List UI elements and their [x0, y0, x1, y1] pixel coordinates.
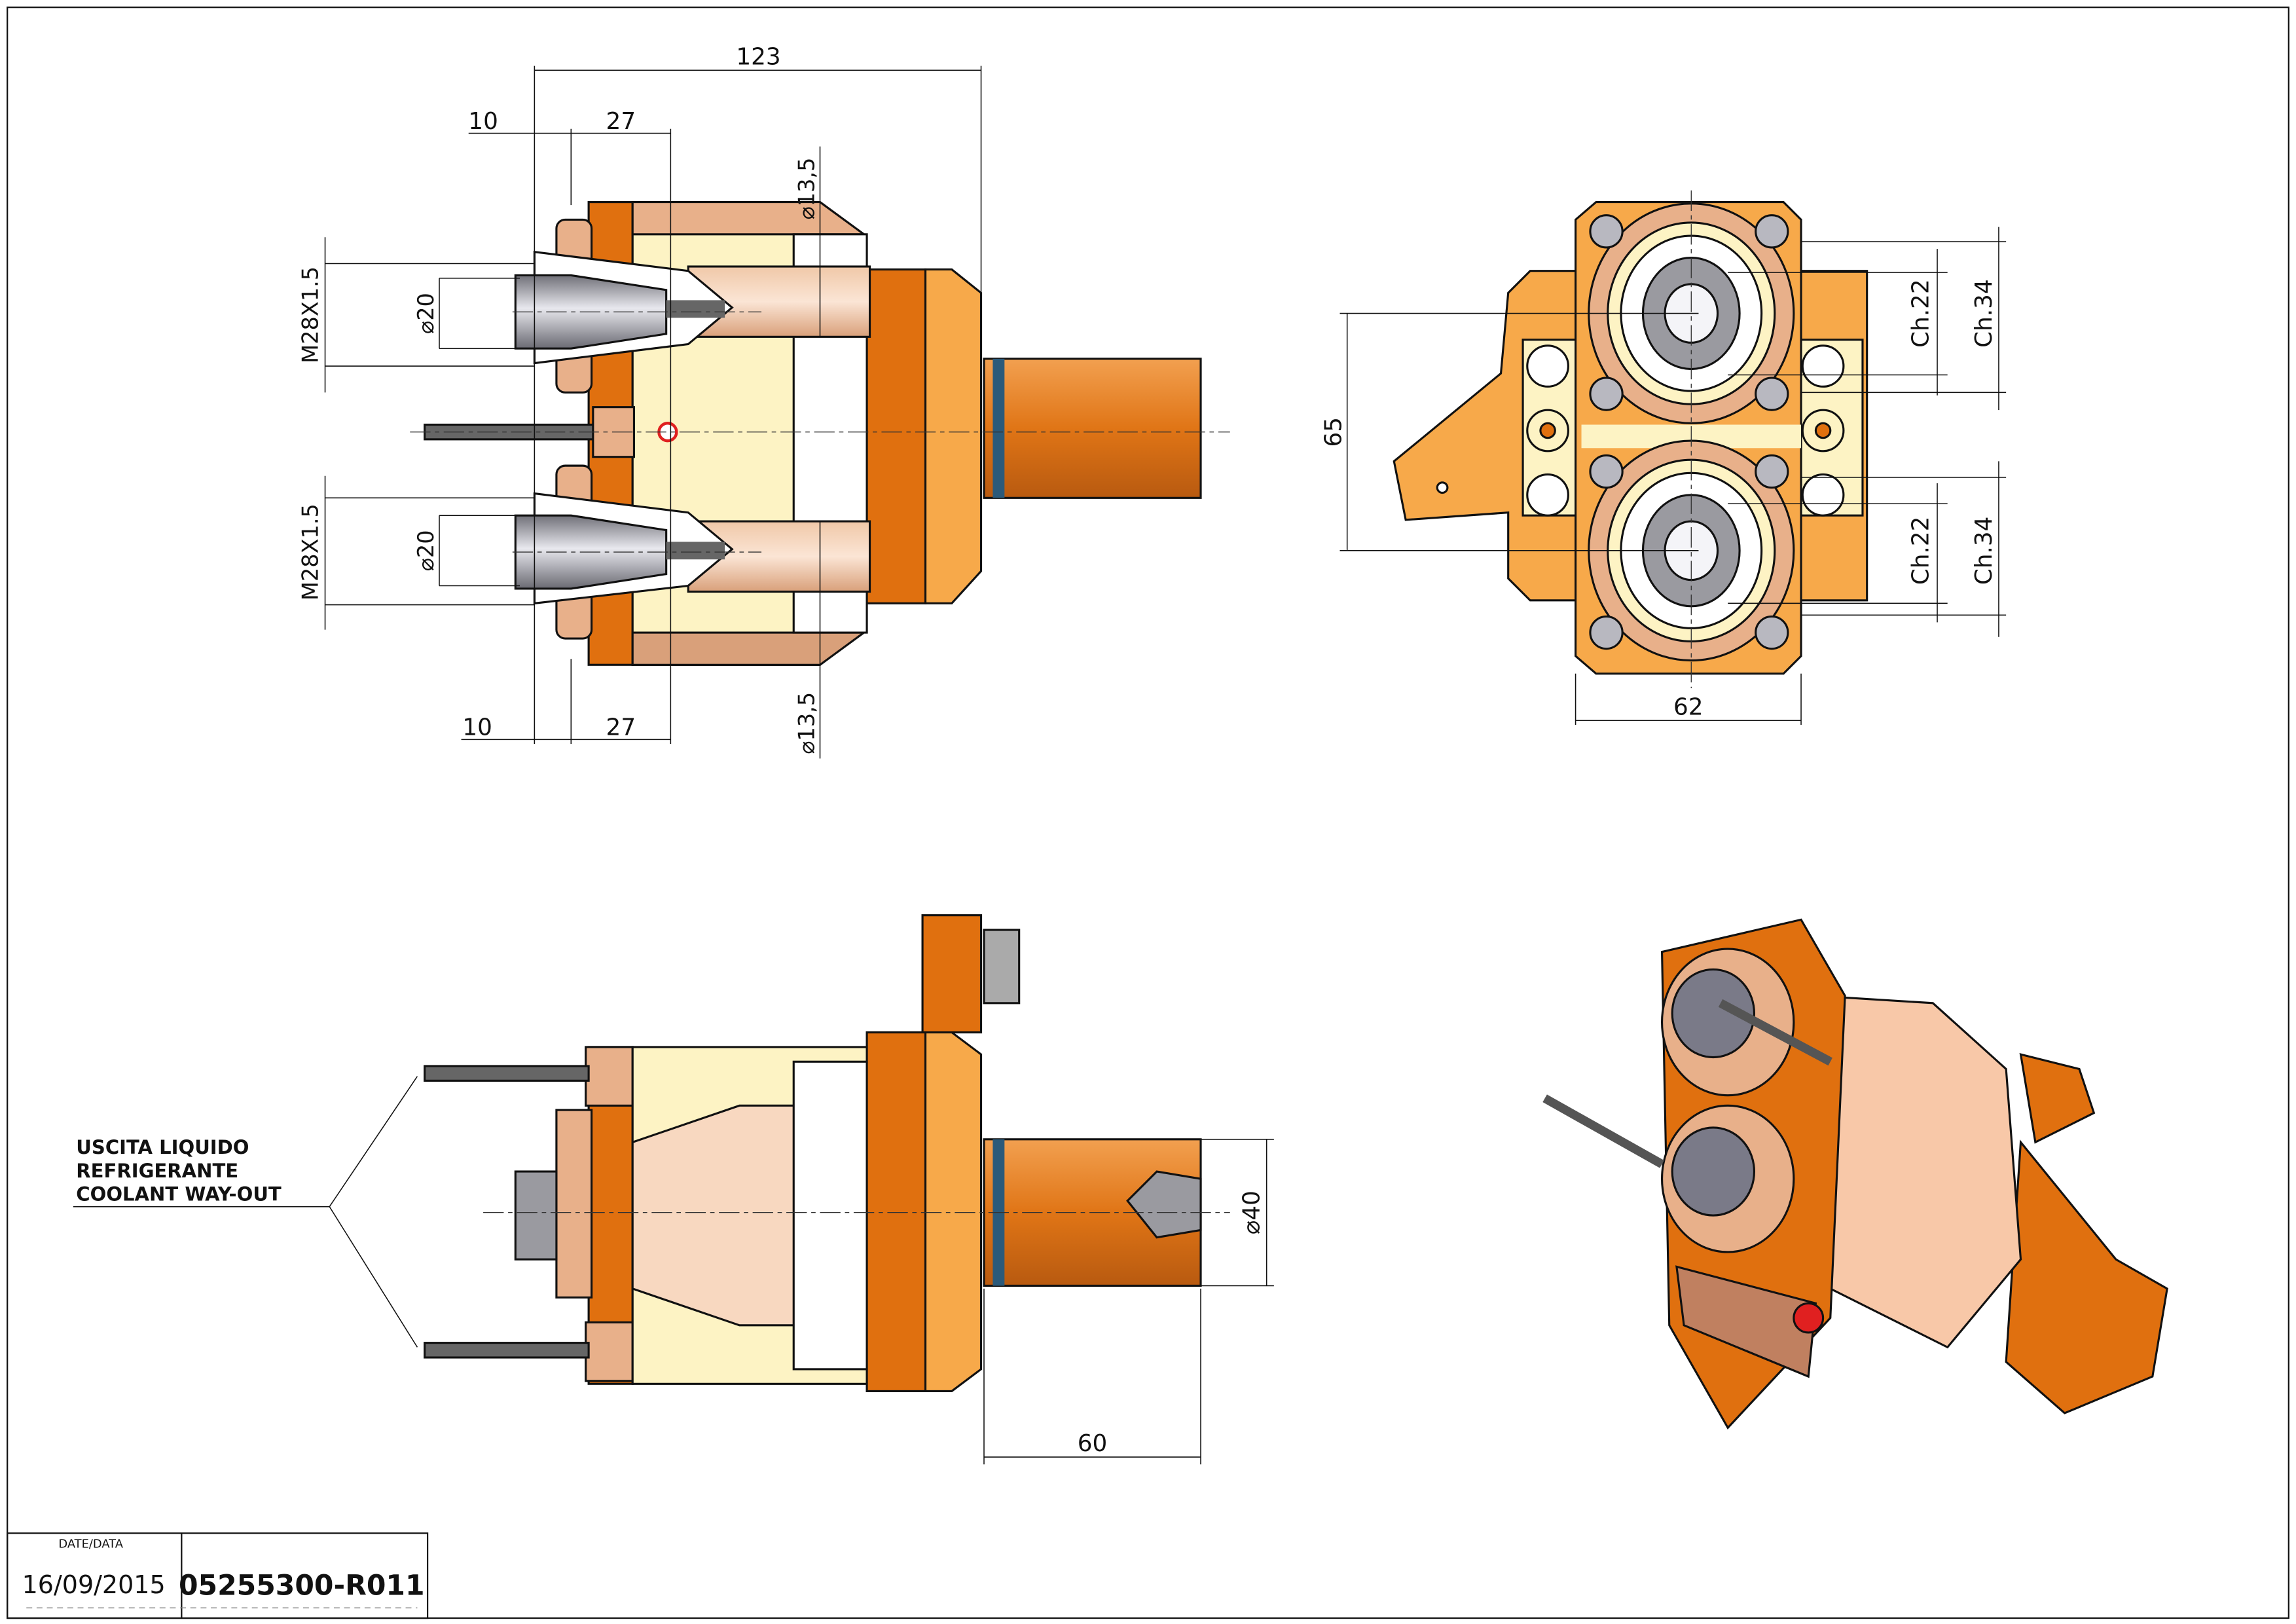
dim-dia-13-5-bottom: ⌀13,5: [794, 692, 820, 754]
dim-62: 62: [1673, 693, 1704, 720]
dim-27-top: 27: [606, 108, 636, 135]
drawing-number: 05255300-R011: [179, 1570, 425, 1602]
dim-10-top: 10: [468, 108, 498, 135]
dim-m28-top: M28X1.5: [297, 267, 323, 363]
dim-dia-20-top: ⌀20: [413, 293, 439, 334]
dim-ch22-bottom: Ch.22: [1908, 517, 1935, 585]
coolant-callout-line-3: COOLANT WAY-OUT: [76, 1183, 282, 1206]
dim-ch34-top: Ch.34: [1971, 279, 1997, 348]
dim-ch22-top: Ch.22: [1908, 279, 1935, 348]
dim-27-bottom: 27: [606, 714, 636, 741]
front-view: [1339, 190, 2007, 725]
coolant-callout-line-1: USCITA LIQUIDO: [76, 1136, 249, 1158]
date-label: DATE/DATA: [58, 1538, 123, 1551]
dim-10-bottom: 10: [462, 714, 492, 741]
title-block: [7, 1532, 429, 1619]
dim-ch34-bottom: Ch.34: [1971, 517, 1997, 585]
dim-123: 123: [736, 43, 780, 70]
top-view: [73, 914, 1274, 1465]
coolant-callout-line-2: REFRIGERANTE: [76, 1160, 238, 1182]
side-view: [324, 65, 1230, 759]
dim-dia-40: ⌀40: [1238, 1190, 1265, 1234]
isometric-view: [1542, 918, 2168, 1430]
dim-m28-bottom: M28X1.5: [297, 504, 323, 600]
dim-60: 60: [1078, 1430, 1108, 1457]
dim-dia-13-5-top: ⌀13,5: [794, 158, 820, 220]
date-value: 16/09/2015: [22, 1570, 166, 1599]
dim-dia-20-bottom: ⌀20: [413, 530, 439, 571]
dim-65: 65: [1321, 417, 1347, 447]
sheet-border: [7, 7, 2289, 1619]
